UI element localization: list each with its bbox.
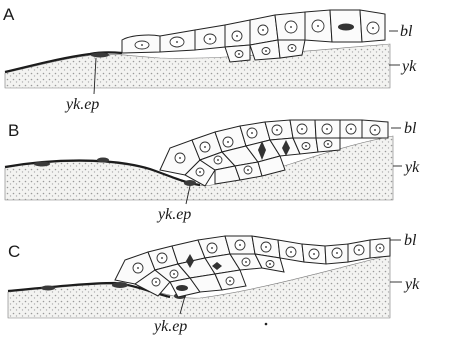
panel-c-label-ykep: yk.ep [152, 318, 187, 335]
panel-b: B [5, 120, 420, 223]
panel-b-epithelium-nucleus-2 [97, 158, 109, 163]
panel-b-letter: B [8, 121, 19, 140]
panel-a-letter: A [3, 5, 15, 24]
panel-a: A [3, 5, 417, 113]
panel-c-epithelium-nucleus-2 [112, 282, 128, 288]
panel-a-yolk-texture [5, 44, 390, 88]
panel-a-label-ykep: yk.ep [64, 96, 99, 113]
panel-c-letter: C [8, 242, 20, 261]
panel-c-epithelium-nucleus-1 [41, 286, 55, 291]
panel-c-label-bl: bl [404, 232, 417, 249]
panel-b-label-bl: bl [404, 120, 417, 137]
panel-a-epithelium-nucleus [91, 53, 109, 58]
panel-a-label-yk: yk [400, 58, 417, 75]
panel-b-label-yk: yk [403, 159, 420, 176]
panel-b-epithelium-nucleus-1 [34, 162, 50, 167]
panel-b-epithelium-nucleus-3 [184, 180, 196, 186]
panel-a-label-bl: bl [400, 23, 413, 40]
panel-b-label-ykep: yk.ep [156, 206, 191, 223]
panel-c-stray-dot [265, 323, 268, 326]
panel-c-label-yk: yk [403, 276, 420, 293]
panel-c: C [8, 232, 420, 335]
